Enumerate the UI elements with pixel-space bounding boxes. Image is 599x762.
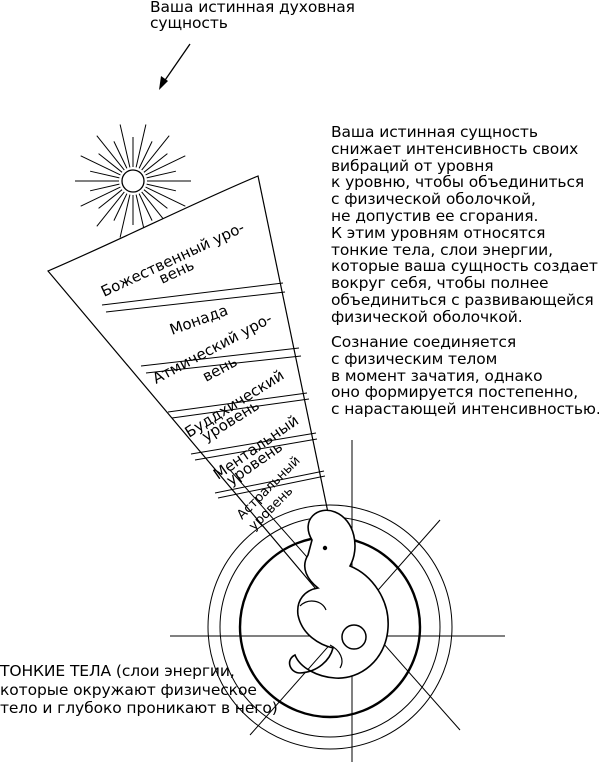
sun-ray bbox=[98, 189, 123, 209]
sun-ray bbox=[145, 155, 186, 176]
arrow-icon bbox=[159, 43, 191, 90]
text-line: в момент зачатия, однако bbox=[331, 366, 543, 385]
text-line: ТОНКИЕ ТЕЛА (слои энергии, bbox=[0, 662, 235, 680]
text-line: вокруг себя, чтобы полнее bbox=[331, 274, 549, 293]
sun-ray bbox=[113, 193, 128, 221]
levels-funnel bbox=[47, 175, 348, 609]
text-line: объединиться с развивающейся bbox=[331, 290, 594, 309]
sun-ray bbox=[138, 193, 153, 221]
sun-ray bbox=[145, 186, 186, 207]
text-line: физической оболочкой. bbox=[331, 307, 523, 326]
text-line: которые окружают физическое bbox=[0, 680, 257, 699]
subtle-bodies-caption: ТОНКИЕ ТЕЛА (слои энергии,которые окружа… bbox=[0, 662, 278, 718]
sun-ray bbox=[80, 155, 121, 176]
sun-ray bbox=[119, 124, 131, 168]
text-line: тонкие тела, слои энергии, bbox=[331, 240, 553, 259]
sun-ray bbox=[141, 135, 170, 171]
sun-ray bbox=[146, 170, 177, 179]
text-line: не допустив ее сгорания. bbox=[331, 206, 539, 225]
text-line: с физическим телом bbox=[331, 349, 498, 368]
sun-ray bbox=[89, 183, 120, 192]
sun-ray bbox=[138, 141, 153, 169]
text-line: к уровню, чтобы объединиться bbox=[331, 173, 585, 192]
text-line: тело и глубоко проникают в него) bbox=[0, 699, 278, 717]
sun-ray bbox=[80, 186, 121, 207]
text-line: вибраций от уровня bbox=[331, 156, 494, 175]
text-line: с физической оболочкой, bbox=[331, 190, 536, 209]
text-line: К этим уровням относятся bbox=[331, 223, 546, 242]
sun-icon bbox=[75, 124, 191, 238]
sun-ray bbox=[119, 194, 131, 238]
caption-line: сущность bbox=[150, 14, 228, 32]
sun-ray bbox=[113, 141, 128, 169]
sun-ray bbox=[89, 170, 120, 179]
sun-ray bbox=[143, 153, 168, 173]
sun-ray bbox=[98, 153, 123, 173]
sun-ray bbox=[96, 135, 125, 171]
caption-line: Ваша истинная духовная bbox=[150, 0, 355, 16]
sun-ray bbox=[143, 189, 168, 209]
spiritual-essence-caption: Ваша истинная духовная сущность bbox=[150, 0, 355, 31]
text-line: снижает интенсивность своих bbox=[331, 139, 579, 158]
text-line: с нарастающей интенсивностью. bbox=[331, 400, 599, 419]
text-line: оно формируется постепенно, bbox=[331, 383, 579, 402]
text-line: Ваша истинная сущность bbox=[331, 123, 538, 141]
sun-ray bbox=[96, 191, 125, 227]
sun-ray bbox=[146, 183, 177, 192]
text-line: Сознание соединяется bbox=[331, 333, 517, 351]
text-line: которые ваша сущность создает bbox=[331, 257, 598, 276]
embryo-icon bbox=[288, 509, 389, 679]
sun-ray bbox=[135, 124, 147, 168]
